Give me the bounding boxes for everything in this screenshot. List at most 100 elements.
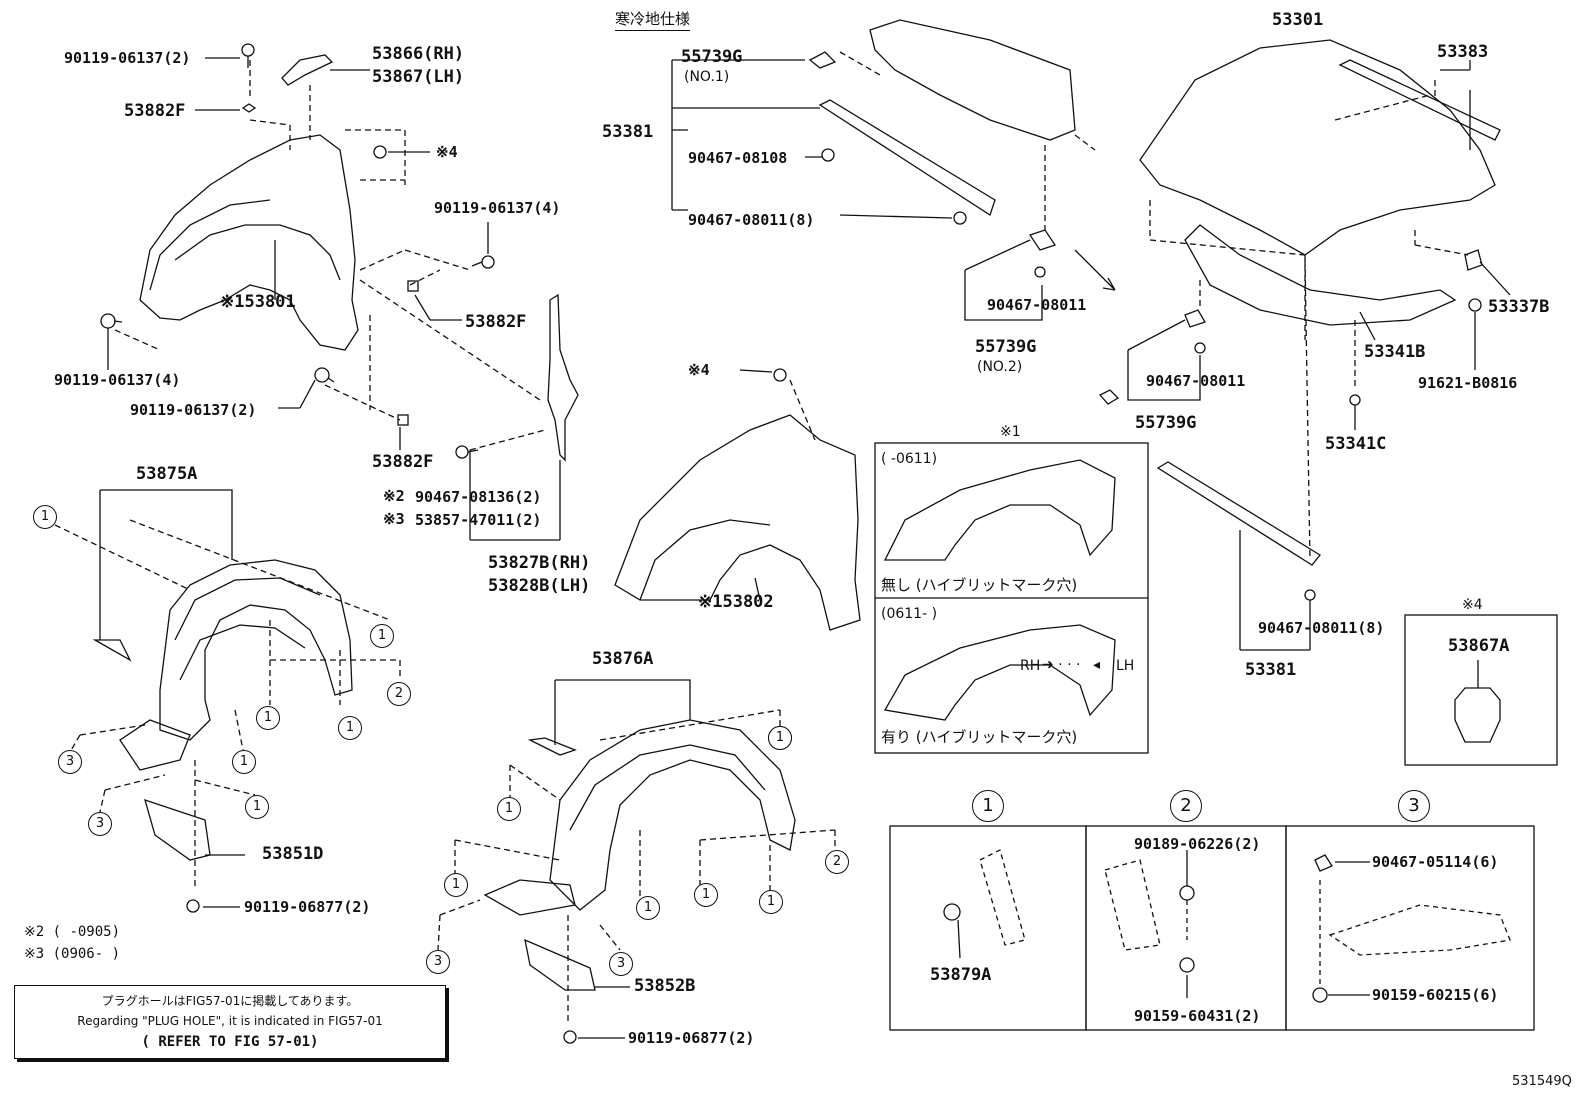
part-label[interactable]: 53875A [136, 464, 198, 484]
part-label[interactable]: 90119-06137(2) [130, 401, 257, 419]
callout-marker: 1 [33, 505, 57, 529]
part-label[interactable]: 90467-05114(6) [1372, 853, 1499, 871]
part-label[interactable]: 90119-06137(4) [54, 371, 181, 389]
part-label[interactable]: 55739G [681, 47, 743, 67]
part-label[interactable]: 90189-06226(2) [1134, 835, 1261, 853]
part-label[interactable]: 90119-06137(4) [434, 199, 561, 217]
detail-title: ※1 [1000, 424, 1021, 440]
key-callout-1: 1 [972, 790, 1004, 822]
part-label[interactable]: 90467-08136(2) [415, 488, 542, 506]
part-label[interactable]: 53828B(LH) [488, 576, 591, 596]
rh-label: RH [1020, 658, 1041, 674]
part-label[interactable]: 53867(LH) [372, 67, 465, 87]
part-label: (NO.2) [977, 359, 1023, 375]
part-label[interactable]: 55739G [1135, 413, 1197, 433]
key-box-2 [1085, 825, 1287, 1031]
part-label[interactable]: 90119-06877(2) [244, 898, 371, 916]
spec-header: 寒冷地仕様 [615, 8, 691, 31]
part-label[interactable]: ※4 [688, 361, 710, 379]
callout-marker: 1 [768, 726, 792, 750]
callout-marker: 1 [232, 750, 256, 774]
variant-label: 無し (ハイブリットマーク穴) [881, 576, 1078, 594]
part-label[interactable]: 90467-08011 [1146, 372, 1246, 390]
callout-marker: 1 [245, 795, 269, 819]
callout-marker: 1 [370, 624, 394, 648]
part-label[interactable]: ※153802 [698, 592, 774, 612]
part-label[interactable]: 53381 [1245, 660, 1297, 680]
part-label[interactable]: 53852B [634, 976, 696, 996]
lh-label: LH [1116, 658, 1135, 674]
fastener-icons [100, 43, 495, 459]
wheel-liner-rear-drawing [483, 719, 796, 991]
part-label: (NO.1) [684, 69, 730, 85]
part-label[interactable]: 53381 [602, 122, 654, 142]
part-label[interactable]: 90467-08108 [688, 149, 788, 167]
callout-marker: 1 [636, 896, 660, 920]
part-label[interactable]: 90119-06877(2) [628, 1029, 755, 1047]
callout-marker: 3 [58, 750, 82, 774]
callout-marker: 1 [338, 716, 362, 740]
rh-arrow-icon: ➜ · · · [1042, 657, 1081, 673]
part-label: ※3 [383, 510, 405, 528]
reference-line-en: Regarding "PLUG HOLE", it is indicated i… [77, 1014, 383, 1028]
part-label[interactable]: 53383 [1437, 42, 1489, 62]
part-label[interactable]: 90467-08011 [987, 296, 1087, 314]
reference-line-refer[interactable]: ( REFER TO FIG 57-01) [141, 1034, 319, 1050]
key-callout-3: 3 [1398, 790, 1430, 822]
key-callout-2: 2 [1170, 790, 1202, 822]
callout-marker: 1 [497, 797, 521, 821]
footnote: ※3 (0906- ) [24, 946, 121, 962]
callout-marker: 1 [694, 883, 718, 907]
reference-line-jp: プラグホールはFIG57-01に掲載してあります。 [101, 994, 359, 1008]
callout-marker: 1 [759, 890, 783, 914]
part-label[interactable]: 53301 [1272, 10, 1324, 30]
part-label[interactable]: ※4 [436, 143, 458, 161]
part-label[interactable]: 53341C [1325, 434, 1387, 454]
hood-seal-drawing [808, 19, 1076, 278]
key-box-3 [1285, 825, 1535, 1031]
detail-box-4 [1404, 614, 1558, 766]
callout-marker: 3 [88, 812, 112, 836]
part-label[interactable]: 55739G [975, 337, 1037, 357]
front-fender-drawing [614, 368, 861, 631]
date-range: ( -0611) [881, 451, 938, 467]
wheel-liner-front-drawing [119, 559, 353, 861]
callout-marker: 1 [256, 706, 280, 730]
lh-arrow-icon: ◂ [1093, 657, 1101, 673]
part-label[interactable]: 90159-60215(6) [1372, 986, 1499, 1004]
fender-bracket-drawing [139, 54, 359, 351]
part-label[interactable]: 53827B(RH) [488, 553, 591, 573]
part-label[interactable]: 53337B [1488, 297, 1550, 317]
part-label[interactable]: 53851D [262, 844, 324, 864]
callout-marker: 3 [426, 950, 450, 974]
key-box-1 [889, 825, 1087, 1031]
reference-note-box: プラグホールはFIG57-01に掲載してあります。 Regarding "PLU… [14, 985, 446, 1059]
callout-marker: 2 [825, 850, 849, 874]
variant-label: 有り (ハイブリットマーク穴) [881, 728, 1078, 746]
callout-marker: 3 [609, 952, 633, 976]
part-label[interactable]: 90467-08011(8) [1258, 619, 1385, 637]
part-label[interactable]: 90467-08011(8) [688, 211, 815, 229]
part-label[interactable]: 53857-47011(2) [415, 511, 542, 529]
diagram-id: 531549Q [1512, 1074, 1572, 1089]
part-label[interactable]: 53876A [592, 649, 654, 669]
part-label[interactable]: 53866(RH) [372, 44, 465, 64]
part-label[interactable]: 53882F [372, 452, 434, 472]
part-label[interactable]: 53879A [930, 965, 992, 985]
part-label[interactable]: 53882F [124, 101, 186, 121]
part-label: ※2 [383, 487, 405, 505]
hood-panel-drawing [1098, 39, 1501, 601]
footnote: ※2 ( -0905) [24, 924, 121, 940]
part-label[interactable]: 90159-60431(2) [1134, 1007, 1261, 1025]
date-range: (0611- ) [881, 606, 938, 622]
part-label[interactable]: ※153801 [220, 292, 296, 312]
part-label[interactable]: 91621-B0816 [1418, 374, 1518, 392]
callout-marker: 1 [444, 873, 468, 897]
part-label[interactable]: 53867A [1448, 636, 1510, 656]
callout-marker: 2 [387, 682, 411, 706]
detail-title: ※4 [1462, 597, 1483, 613]
part-label[interactable]: 90119-06137(2) [64, 49, 191, 67]
part-label[interactable]: 53341B [1364, 342, 1426, 362]
part-label[interactable]: 53882F [465, 312, 527, 332]
